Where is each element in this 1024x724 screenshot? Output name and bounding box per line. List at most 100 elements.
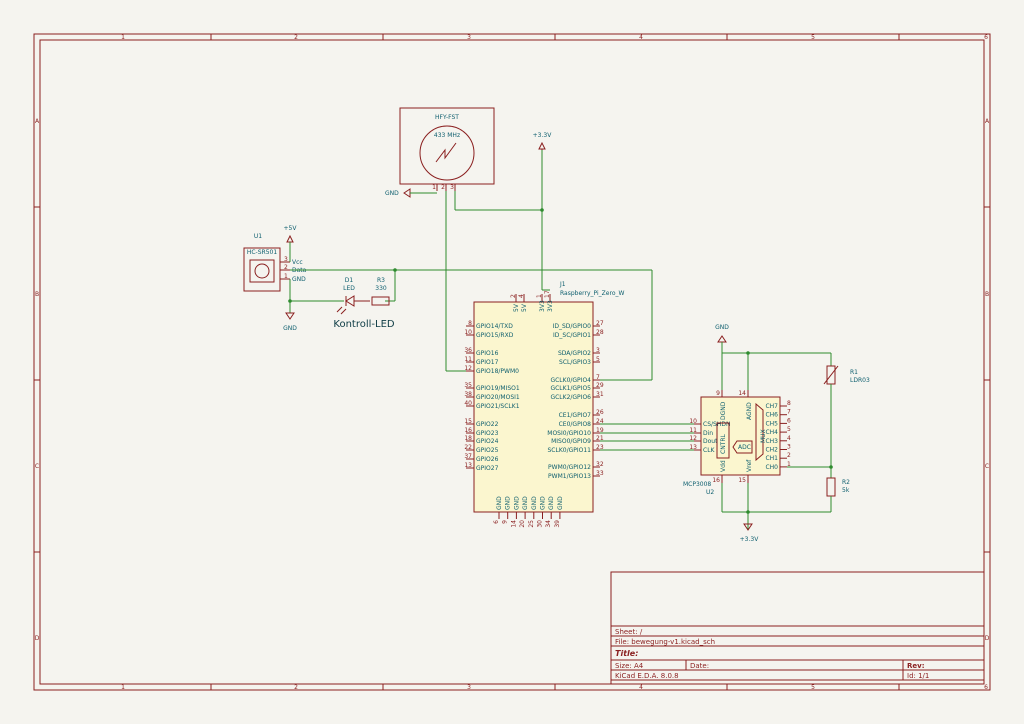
pi-gnd-pin-num: 14 bbox=[510, 520, 517, 528]
pi-right-pin-label: GCLK2/GPIO6 bbox=[550, 394, 591, 401]
row-label-c: C bbox=[35, 463, 39, 470]
date-label: Date: bbox=[690, 662, 709, 670]
rf-pin-3: 3 bbox=[450, 184, 454, 191]
pi-right-pin-num: 33 bbox=[596, 470, 604, 477]
gnd-label-sensor: GND bbox=[283, 325, 297, 332]
adc-cntrl-label: CNTRL bbox=[720, 433, 727, 454]
adc-left-pin-num: 13 bbox=[689, 444, 697, 451]
pi-left-pin-label: GPIO21/SCLK1 bbox=[476, 403, 520, 410]
pi-left-pin-num: 38 bbox=[464, 391, 472, 398]
pi-right-pin-num: 29 bbox=[596, 382, 604, 389]
adc-bottom-pin-16: 16 bbox=[712, 477, 720, 484]
pi-left-pin-label: GPIO15/RXD bbox=[476, 332, 514, 339]
pi-left-pin-label: GPIO18/PWM0 bbox=[476, 368, 519, 375]
power-3v3-top: +3.3V bbox=[533, 132, 552, 150]
pi-right-pin-num: 5 bbox=[596, 356, 600, 363]
pi-top-pin-label: 3V3 bbox=[539, 300, 546, 312]
sensor-name: HC-SR501 bbox=[247, 249, 277, 256]
row-label-b: B bbox=[35, 291, 39, 298]
pi-right-pin-num: 27 bbox=[596, 320, 604, 327]
adc-right-pin-label: CH7 bbox=[765, 403, 778, 410]
sensor-pin-num-3: 3 bbox=[284, 256, 288, 263]
pir-sensor: U1 HC-SR501 3 2 1 Vcc Data GND bbox=[243, 233, 307, 292]
adc-ref: U2 bbox=[706, 489, 714, 496]
pi-gnd-pin-num: 20 bbox=[519, 520, 526, 528]
file-label: File: bewegung-v1.kicad_sch bbox=[615, 638, 715, 646]
pi-right-pin-num: 7 bbox=[596, 374, 600, 381]
gnd-label-adc: GND bbox=[715, 324, 729, 331]
sensor-lens-icon bbox=[249, 259, 275, 283]
resistor-r3: R3 330 bbox=[371, 277, 390, 306]
pi-right-pin-label: ID_SD/GPIO0 bbox=[553, 323, 592, 330]
pi-left-pin-num: 13 bbox=[464, 462, 472, 469]
pi-top-pin-label: 5V bbox=[521, 303, 528, 312]
pi-gnd-pin-label: GND bbox=[496, 496, 503, 510]
adc-right-pin-num: 4 bbox=[787, 435, 791, 442]
pi-right-pin-label: GCLK1/GPIO5 bbox=[550, 385, 591, 392]
sensor-pin-vcc: Vcc bbox=[292, 259, 303, 266]
adc-dgnd-label: DGND bbox=[720, 401, 727, 420]
pi-left-pin-label: GPIO23 bbox=[476, 430, 499, 437]
gnd-label-rf: GND bbox=[385, 190, 399, 197]
adc-bottom-pin-15: 15 bbox=[738, 477, 746, 484]
adc-adc-label: ADC bbox=[738, 444, 751, 451]
adc-right-pin-num: 3 bbox=[787, 444, 791, 451]
pi-left-pin-num: 16 bbox=[464, 427, 472, 434]
adc-agnd-label: AGND bbox=[746, 402, 753, 420]
adc-top-pin-14: 14 bbox=[738, 390, 746, 397]
col-label-3: 3 bbox=[467, 34, 471, 41]
adc-right-pin-label: CH5 bbox=[765, 420, 778, 427]
pi-right-pin-label: SCLK0/GPIO11 bbox=[547, 447, 591, 454]
adc-right-pin-num: 8 bbox=[787, 400, 791, 407]
adc-right-pin-num: 5 bbox=[787, 426, 791, 433]
adc-vdd-label: Vdd bbox=[720, 460, 727, 472]
r1-ref: R1 bbox=[850, 369, 858, 376]
rf-module-name: HFY-FST bbox=[435, 114, 459, 121]
size-label: Size: A4 bbox=[615, 662, 644, 670]
row-label-d-right: D bbox=[985, 635, 990, 642]
pi-gnd-pin-label: GND bbox=[548, 496, 555, 510]
col-label-5: 5 bbox=[811, 34, 815, 41]
title-label: Title: bbox=[615, 649, 638, 658]
rf-signal-icon bbox=[435, 142, 457, 163]
pi-gnd-pin-num: 9 bbox=[502, 520, 509, 524]
pi-left-pin-num: 36 bbox=[464, 347, 472, 354]
pi-top-pin-num: 4 bbox=[518, 294, 525, 298]
resistor-r2: R2 5k bbox=[826, 477, 850, 497]
pi-right-pin-label: MISO0/GPIO9 bbox=[551, 438, 591, 445]
pi-ref: J1 bbox=[559, 281, 566, 288]
rf-module-freq: 433 MHz bbox=[434, 132, 460, 139]
adc-right-pin-num: 7 bbox=[787, 409, 791, 416]
r3-ref: R3 bbox=[377, 277, 385, 284]
led-value: LED bbox=[343, 285, 355, 292]
pi-left-pin-label: GPIO22 bbox=[476, 421, 499, 428]
pi-left-pin-num: 35 bbox=[464, 382, 472, 389]
row-label-c-right: C bbox=[985, 463, 989, 470]
id-label: Id: 1/1 bbox=[907, 672, 929, 680]
pi-gnd-pin-label: GND bbox=[522, 496, 529, 510]
r2-ref: R2 bbox=[842, 479, 850, 486]
pi-left-pin-label: GPIO17 bbox=[476, 359, 499, 366]
pi-gnd-pin-label: GND bbox=[505, 496, 512, 510]
pi-top-pin-num: 2 bbox=[510, 294, 517, 298]
v5-label: +5V bbox=[284, 225, 298, 232]
sensor-ref: U1 bbox=[254, 233, 262, 240]
pi-right-pin-label: GCLK0/GPIO4 bbox=[550, 377, 591, 384]
pi-left-pin-num: 37 bbox=[464, 453, 472, 460]
adc-right-pin-num: 2 bbox=[787, 452, 791, 459]
col-label-1: 1 bbox=[121, 34, 125, 41]
led-label: Kontroll-LED bbox=[333, 319, 395, 330]
sheet-label: Sheet: / bbox=[615, 628, 643, 636]
pi-right-pin-num: 28 bbox=[596, 329, 604, 336]
pi-left-pin-num: 8 bbox=[468, 320, 472, 327]
pi-left-pin-num: 11 bbox=[464, 356, 472, 363]
pi-left-pin-label: GPIO27 bbox=[476, 465, 499, 472]
pi-right-pin-num: 21 bbox=[596, 435, 604, 442]
pi-left-pin-label: GPIO24 bbox=[476, 438, 499, 445]
pi-right-pin-label: SCL/GPIO3 bbox=[559, 359, 591, 366]
pi-right-pin-num: 19 bbox=[596, 427, 604, 434]
power-3v3-bottom: +3.3V bbox=[740, 523, 759, 543]
